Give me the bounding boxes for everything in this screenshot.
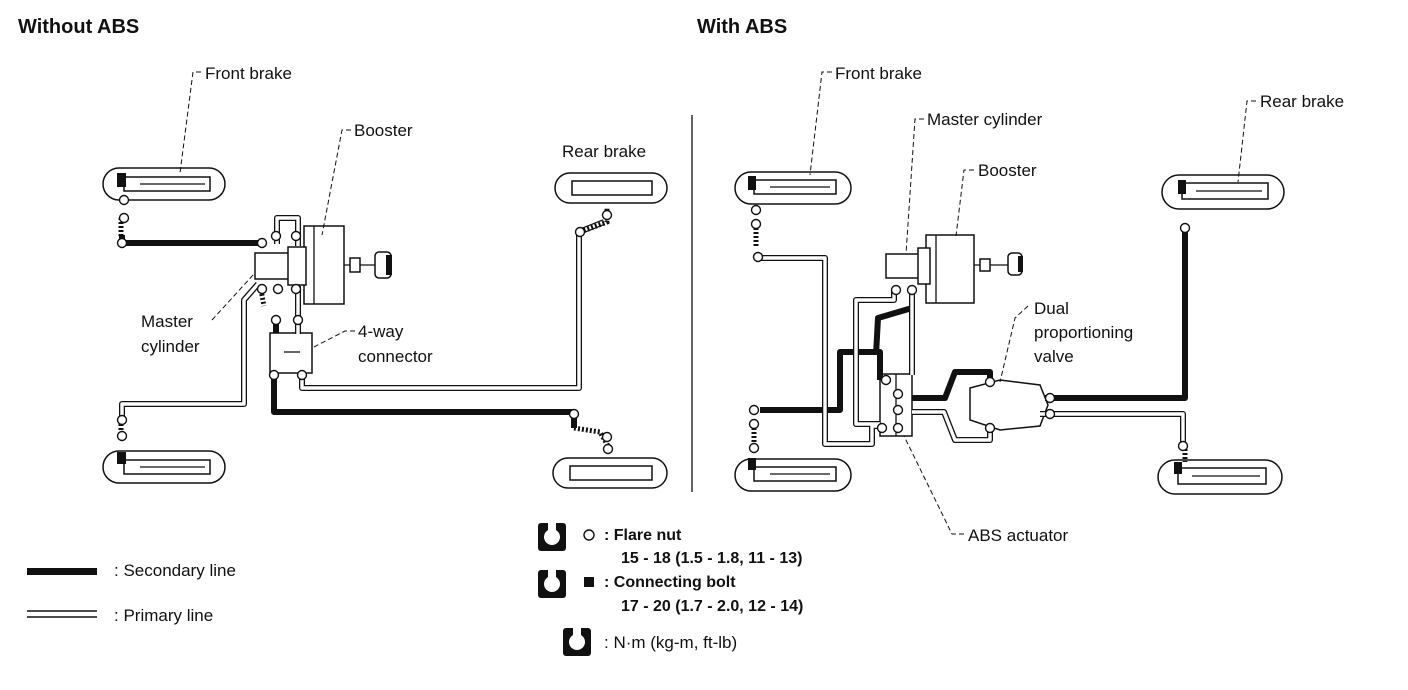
left-primary-lines [119,215,606,420]
right-rear-brake-top [1161,174,1285,210]
left-rear-brake-bottom [552,457,668,489]
right-leader-abs-actuator [903,435,964,535]
left-front-brake-top [102,167,226,201]
torque-unit: : N·m (kg-m, ft-lb) [604,633,737,652]
right-rear-brake-bottom [1157,459,1283,495]
right-master-cylinder [885,247,931,285]
right-booster [925,234,1023,304]
right-label-rear-brake: Rear brake [1260,92,1344,111]
right-front-brake-bottom [734,458,852,492]
left-rear-brake-top [554,172,668,204]
connecting-bolt-icon [584,577,594,587]
right-label-valve: valve [1034,347,1074,366]
left-leader-booster [321,129,351,236]
left-label-master: Master [141,312,193,331]
left-label-four-way: 4-way [358,322,404,341]
right-front-brake-top [734,171,852,205]
legend-primary-label: : Primary line [114,606,213,625]
right-dual-proportioning-valve [969,379,1049,431]
right-leader-master-cylinder [905,118,924,255]
legend: : Secondary line : Primary line [27,561,236,625]
left-label-cylinder: cylinder [141,337,200,356]
flare-nut-value: 15 - 18 (1.5 - 1.8, 11 - 13) [621,550,802,567]
left-panel: Front brake Booster Rear brake Master cy… [102,64,668,489]
right-flare-nuts [748,204,1191,454]
left-booster [303,225,392,305]
left-secondary-rear-bottom [271,375,577,428]
connecting-bolt-label: : Connecting bolt [604,574,736,591]
right-primary-lines [758,255,1186,448]
left-leader-front-brake [179,71,201,174]
left-hose-mc [258,289,267,307]
left-leader-four-way [311,330,355,349]
legend-secondary-label: : Secondary line [114,561,236,580]
left-four-way-connector [269,332,313,374]
torque-specs: : Flare nut 15 - 18 (1.5 - 1.8, 11 - 13)… [538,523,803,656]
left-label-front-brake: Front brake [205,64,292,83]
left-leader-master-cylinder [211,273,255,321]
wrench-icon [563,628,591,656]
right-leader-valve [999,305,1029,383]
right-label-abs-actuator: ABS actuator [968,526,1069,545]
left-front-brake-bottom [102,450,226,484]
right-leader-rear-brake [1237,100,1256,183]
left-master-cylinder [254,246,307,286]
right-label-front-brake: Front brake [835,64,922,83]
flare-nut-icon [583,529,595,541]
right-secondary-lines [760,228,1188,413]
left-label-booster: Booster [354,121,413,140]
left-label-rear-brake: Rear brake [562,142,646,161]
left-label-connector: connector [358,347,433,366]
wrench-icon [538,523,566,551]
heading-without-abs: Without ABS [18,16,139,38]
right-label-master-cylinder: Master cylinder [927,110,1043,129]
connecting-bolt-value: 17 - 20 (1.7 - 2.0, 12 - 14) [621,598,803,615]
right-leader-booster [955,169,974,237]
wrench-icon [538,570,566,598]
left-flare-nuts [116,194,614,455]
legend-secondary-swatch [27,568,97,575]
left-secondary-front-top [119,235,262,246]
right-label-booster: Booster [978,161,1037,180]
right-panel: Front brake Master cylinder Booster Rear… [734,64,1344,545]
right-leader-front-brake [809,71,832,176]
right-label-proportioning: proportioning [1034,323,1133,342]
heading-with-abs: With ABS [697,16,787,38]
flare-nut-label: : Flare nut [604,527,682,544]
right-label-dual: Dual [1034,299,1069,318]
left-hose-rear-top [579,207,610,235]
